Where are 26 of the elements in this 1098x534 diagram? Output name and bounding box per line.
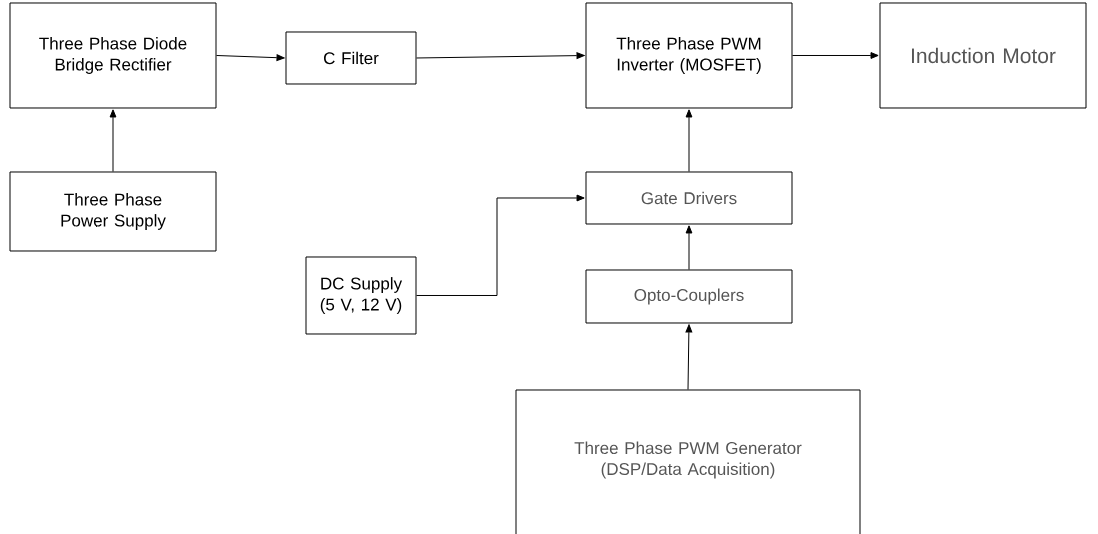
box-label: Gate Drivers [641,191,737,205]
arrow [216,54,285,62]
box-label: Opto-Couplers [634,288,744,305]
arrow [792,52,879,59]
block-box [879,2,1087,109]
box-label: Three Phase Diode Bridge Rectifier [39,37,187,74]
arrow [685,324,693,390]
arrow [685,109,693,172]
box-label: DC Supply (5 V, 12 V) [320,277,403,314]
block-box [285,31,417,85]
arrow [416,194,585,296]
box-label: Induction Motor [912,47,1056,64]
block-box [305,256,417,335]
box-label: C Filter [324,51,379,65]
block-box [585,171,793,225]
box-label: Three Phase PWM Inverter (MOSFET) [616,37,761,74]
box-label: Three Phase PWM Generator (DSP/Data Acquisition) [574,441,802,479]
box-label: Three Phase Power Supply [61,193,166,230]
block-box [9,171,217,252]
block-box [9,2,217,109]
arrow [416,52,585,59]
block-box [515,389,861,534]
block-box [585,269,793,324]
arrow [685,225,693,270]
arrow [109,109,117,172]
block-box [585,2,793,109]
